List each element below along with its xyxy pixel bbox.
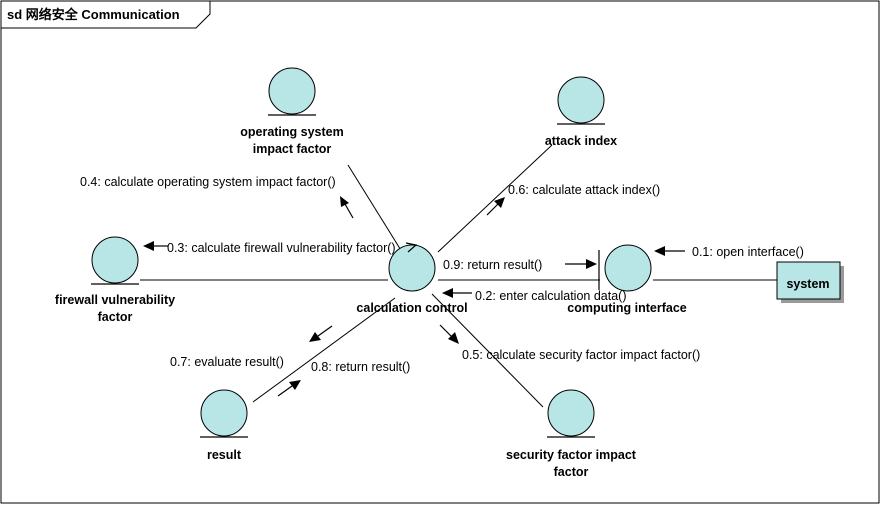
entity-icon <box>91 236 139 284</box>
message-0-6[interactable]: 0.6: calculate attack index() <box>486 183 660 216</box>
arrowhead-icon <box>289 380 301 390</box>
entity-firewall-vulnerability-factor[interactable]: firewall vulnerability factor <box>55 236 175 324</box>
entity-result[interactable]: result <box>200 389 248 462</box>
message-0-5[interactable]: 0.5: calculate security factor impact fa… <box>439 324 700 362</box>
entity-label-2: factor <box>554 465 589 479</box>
link-control-security <box>431 293 544 408</box>
control-icon <box>388 244 436 292</box>
link-control-result <box>252 297 396 403</box>
message-0-2[interactable]: 0.2: enter calculation data() <box>442 288 626 303</box>
arrowhead-icon <box>494 197 505 208</box>
actor-label: system <box>786 277 829 291</box>
actor-system[interactable]: system <box>776 261 844 303</box>
message-0-7[interactable]: 0.7: evaluate result() <box>170 325 333 369</box>
arrowhead-icon <box>442 288 453 298</box>
entity-label: result <box>207 448 242 462</box>
message-0-8[interactable]: 0.8: return result() <box>277 360 410 397</box>
message-label: 0.5: calculate security factor impact fa… <box>462 348 700 362</box>
message-label: 0.8: return result() <box>311 360 410 374</box>
control-calculation-control[interactable]: calculation control <box>356 242 468 315</box>
boundary-computing-interface[interactable]: computing interface <box>567 244 687 315</box>
message-0-4[interactable]: 0.4: calculate operating system impact f… <box>80 175 354 219</box>
message-label: 0.1: open interface() <box>692 245 804 259</box>
entity-label: operating system <box>240 125 344 139</box>
entity-icon <box>547 389 595 437</box>
control-label: calculation control <box>356 301 467 315</box>
message-label: 0.4: calculate operating system impact f… <box>80 175 336 189</box>
link-control-attack <box>437 144 553 253</box>
arrowhead-icon <box>654 246 665 256</box>
message-arrow <box>486 203 499 216</box>
entity-security-factor-impact-factor[interactable]: security factor impact factor <box>506 389 637 479</box>
message-arrow <box>439 324 453 338</box>
entity-os-impact-factor[interactable]: operating system impact factor <box>240 67 344 156</box>
entity-icon <box>268 67 316 115</box>
message-arrow <box>344 203 354 219</box>
entity-attack-index[interactable]: attack index <box>545 76 617 148</box>
arrowhead-icon <box>586 259 597 269</box>
arrowhead-icon <box>448 332 459 344</box>
entity-label: firewall vulnerability <box>55 293 175 307</box>
boundary-icon <box>604 244 652 292</box>
message-label: 0.3: calculate firewall vulnerability fa… <box>167 241 396 255</box>
message-0-3[interactable]: 0.3: calculate firewall vulnerability fa… <box>143 241 396 255</box>
entity-label-2: factor <box>98 310 133 324</box>
message-0-9[interactable]: 0.9: return result() <box>443 258 597 272</box>
arrowhead-icon <box>340 196 349 207</box>
message-label: 0.7: evaluate result() <box>170 355 284 369</box>
entity-label-2: impact factor <box>253 142 332 156</box>
control-arrow-icon <box>405 242 418 253</box>
frame-title: sd 网络安全 Communication <box>7 7 180 22</box>
message-arrow <box>277 385 293 397</box>
boundary-label: computing interface <box>567 301 687 315</box>
message-label: 0.6: calculate attack index() <box>508 183 660 197</box>
arrowhead-icon <box>309 332 321 342</box>
message-label: 0.2: enter calculation data() <box>475 289 626 303</box>
entity-icon <box>557 76 605 124</box>
message-0-1[interactable]: 0.1: open interface() <box>654 245 804 259</box>
message-label: 0.9: return result() <box>443 258 542 272</box>
entity-label: attack index <box>545 134 617 148</box>
entity-label: security factor impact <box>506 448 637 462</box>
frame-title-tab <box>0 0 211 29</box>
arrowhead-icon <box>143 241 154 251</box>
message-arrow <box>317 325 333 337</box>
entity-icon <box>200 389 248 437</box>
actor-box <box>776 261 841 300</box>
